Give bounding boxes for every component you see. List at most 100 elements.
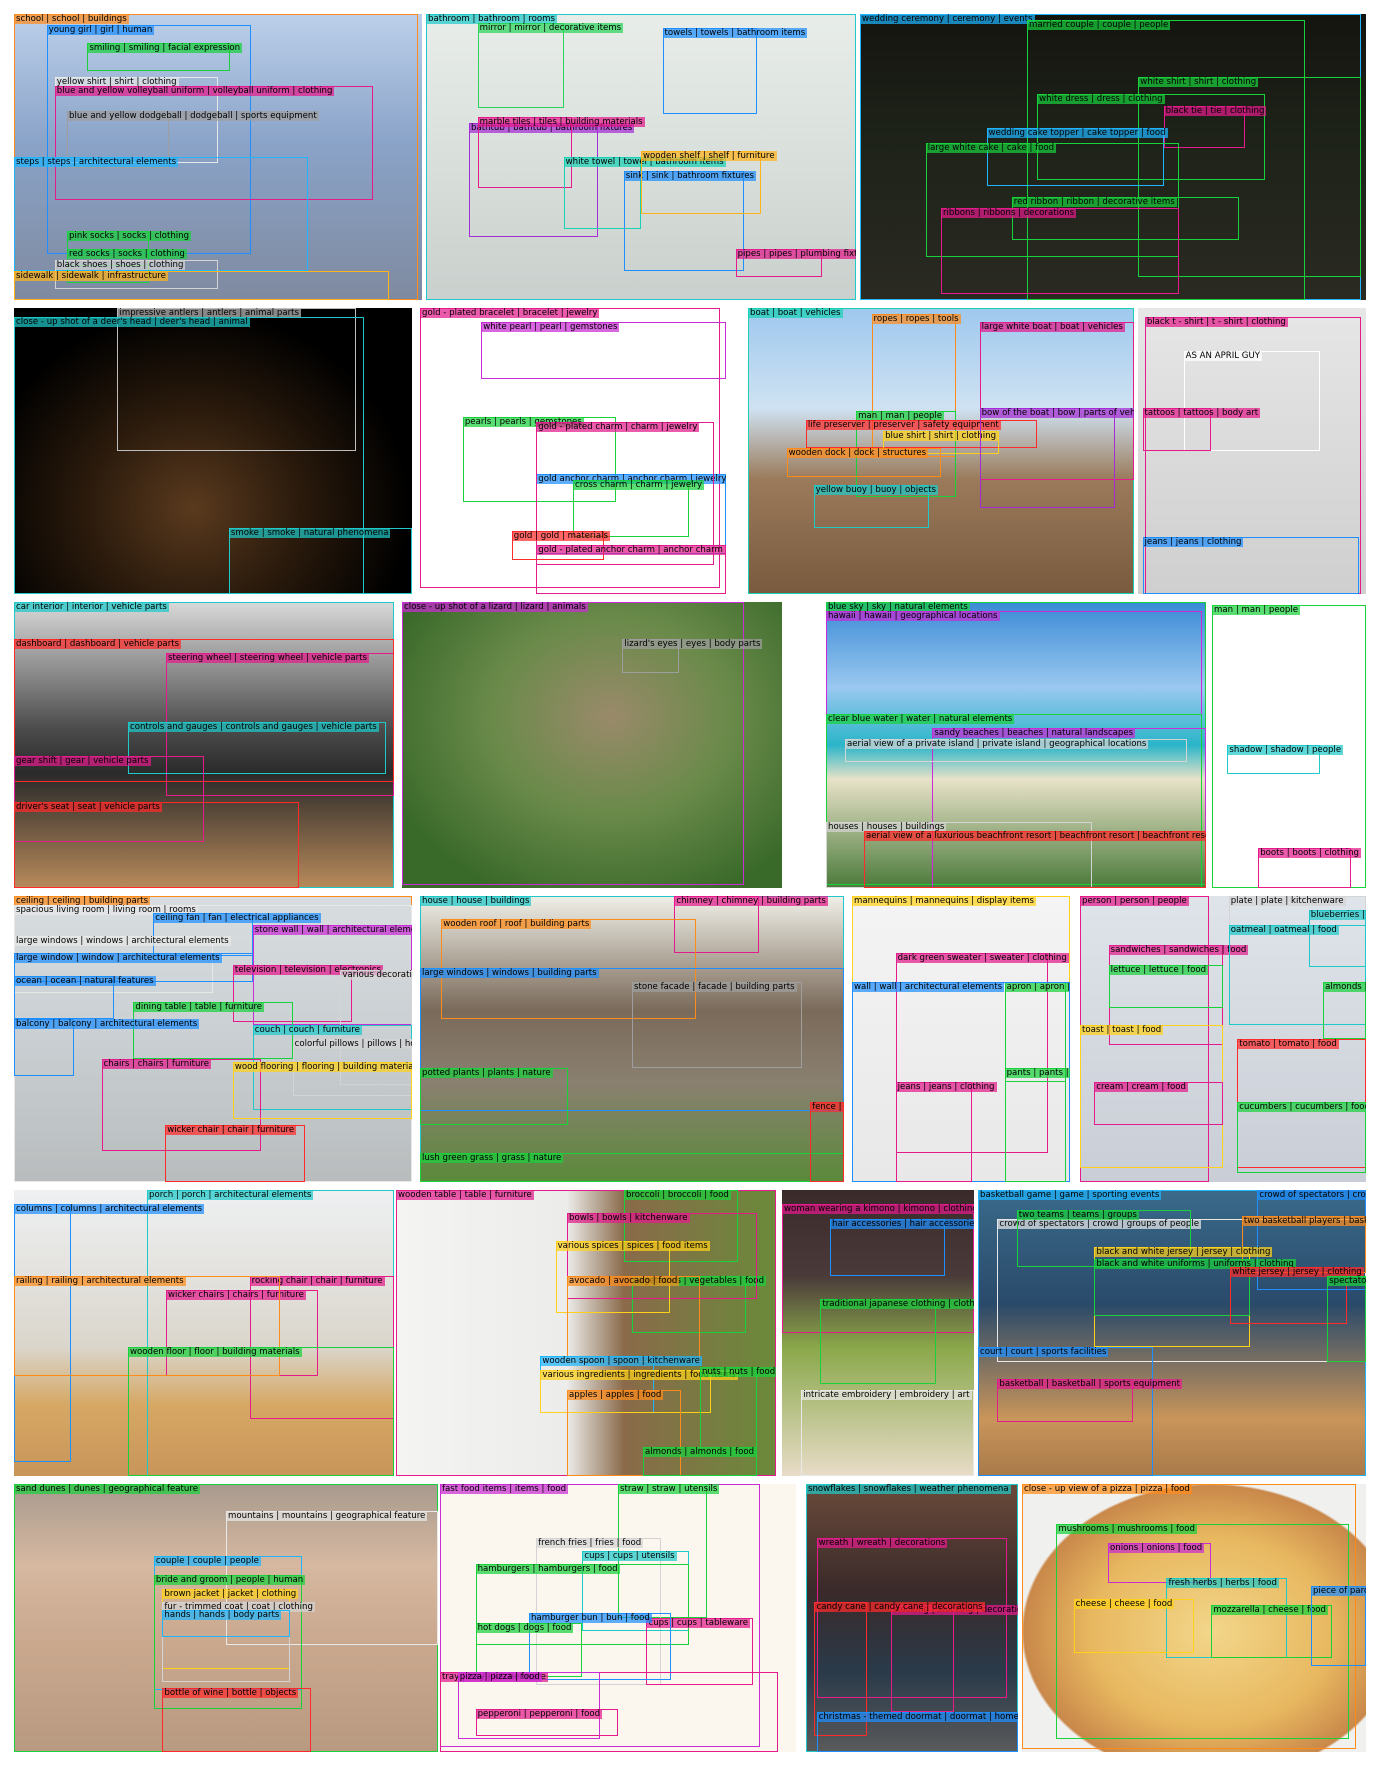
photo-tile-dunes: sand dunes | dunes | geographical featur… — [14, 1484, 438, 1752]
annotation-label: brown jacket | jacket | clothing — [162, 1588, 299, 1599]
photo-kimono — [782, 1190, 974, 1476]
annotation-label: hot dogs | dogs | food — [475, 1623, 574, 1634]
annotation-label: crowd of spectators | crowd | groups of … — [997, 1218, 1202, 1229]
annotation-box: ocean | ocean | natural features — [14, 976, 156, 1019]
annotation-label: dining table | table | furniture — [133, 1001, 265, 1012]
annotation-box: railing | railing | architectural elemen… — [14, 1275, 280, 1376]
annotation-label: boat | boat | vehicles — [748, 308, 843, 318]
annotation-label: fence | fence | outdoor structures — [810, 1101, 844, 1112]
annotation-box: bowls | bowls | kitchenware — [567, 1212, 757, 1299]
annotation-label: hair accessories | hair accessories — [830, 1218, 974, 1229]
annotation-label: bathroom | bathroom | rooms — [426, 14, 557, 24]
annotation-label: gold anchor charm | anchor charm | jewel… — [536, 473, 726, 484]
annotation-label: man | man | people — [1212, 604, 1301, 615]
annotation-box: fur - trimmed coat | coat | clothing — [162, 1601, 315, 1683]
annotation-box: sidewalk | sidewalk | infrastructure — [14, 271, 390, 300]
annotation-label: jeans | jeans | clothing — [895, 1081, 997, 1092]
annotation-box: traditional japanese clothing | clothing — [820, 1298, 974, 1385]
annotation-label: various ingredients | ingredients | food… — [540, 1370, 738, 1381]
annotation-box: red ribbon | ribbon | decorative items — [1011, 197, 1240, 240]
annotation-label: gold - plated charm | charm | jewelry — [536, 422, 700, 433]
photo-mannequins — [852, 896, 1070, 1182]
annotation-box: ribbons | ribbons | decorations — [940, 208, 1179, 295]
annotation-label: close - up shot of a deer's head | deer'… — [14, 316, 250, 327]
annotation-label: sand dunes | dunes | geographical featur… — [14, 1484, 201, 1494]
annotation-label: various decorative items | items | home … — [340, 970, 412, 981]
photo-tile-door: snowflakes | snowflakes | weather phenom… — [806, 1484, 1018, 1752]
annotation-label: ribbons | ribbons | decorations — [940, 208, 1077, 219]
annotation-label: mirror | mirror | decorative items — [477, 22, 624, 33]
annotation-label: person | person | people — [1080, 896, 1189, 906]
annotation-label: hawaii | hawaii | geographical locations — [826, 610, 1000, 621]
annotation-box: black and white uniforms | uniforms | cl… — [1094, 1258, 1296, 1316]
annotation-box: wedding cake topper | cake topper | food — [986, 128, 1168, 186]
annotation-box: close - up view of a pizza | pizza | foo… — [1022, 1484, 1356, 1750]
annotation-label: christmas - themed doormat | doormat | h… — [816, 1711, 1018, 1722]
annotation-label: sandy beaches | beaches | natural landsc… — [932, 727, 1136, 738]
annotation-label: court | court | sports facilities — [978, 1347, 1109, 1358]
annotation-box: driver's seat | seat | vehicle parts — [14, 802, 299, 888]
annotation-box: steps | steps | architectural elements — [14, 157, 308, 272]
annotation-label: sink | sink | bathroom fixtures — [623, 171, 757, 182]
annotation-label: french fries | fries | food — [536, 1537, 644, 1548]
annotation-label: broccoli | broccoli | food — [624, 1190, 731, 1200]
annotation-label: wood flooring | flooring | building mate… — [232, 1061, 412, 1072]
annotation-label: two basketball players | basketball play… — [1241, 1215, 1366, 1226]
annotation-box: fence | fence | outdoor structures — [810, 1101, 844, 1182]
annotation-box: sink | sink | bathroom fixtures — [623, 171, 757, 272]
annotation-box: chimney | chimney | building parts — [674, 896, 828, 954]
annotation-label: bottle of wine | bottle | objects — [162, 1687, 299, 1698]
photo-basketball — [978, 1190, 1366, 1476]
annotation-label: wooden table | table | furniture — [396, 1190, 534, 1200]
photo-tile-basketball: basketball game | game | sporting events… — [978, 1190, 1366, 1476]
annotation-box: bathroom | bathroom | rooms — [426, 14, 856, 300]
annotation-box: onions | onions | food — [1108, 1542, 1212, 1584]
annotation-label: spectators | spectators | people — [1327, 1275, 1366, 1286]
annotation-box: potted plants | plants | nature — [420, 1067, 569, 1125]
annotation-label: porch | porch | architectural elements — [147, 1190, 314, 1200]
annotation-label: white pearl | pearl | gemstones — [481, 322, 620, 333]
photo-door — [806, 1484, 1018, 1752]
annotation-label: shadow | shadow | people — [1227, 745, 1344, 755]
annotation-label: columns | columns | architectural elemen… — [14, 1204, 205, 1215]
annotation-box: controls and gauges | controls and gauge… — [128, 722, 387, 774]
annotation-label: white towel | towel | bathroom items — [563, 157, 726, 167]
annotation-box: AS AN APRIL GUY — [1183, 350, 1321, 451]
annotation-label: AS AN APRIL GUY — [1183, 350, 1262, 361]
photo-tile-pizza: close - up view of a pizza | pizza | foo… — [1022, 1484, 1366, 1752]
annotation-label: blueberries | blueberries | food — [1308, 910, 1366, 921]
annotation-label: onions | onions | food — [1108, 1542, 1205, 1553]
annotation-label: school | school | buildings — [14, 14, 129, 24]
annotation-label: chairs | chairs | furniture — [101, 1059, 212, 1070]
annotation-label: fast food items | items | food — [440, 1484, 569, 1494]
annotation-box: candy cane | candy cane | decorations — [814, 1601, 985, 1736]
annotation-label: colorful pillows | pillows | home decor — [292, 1039, 412, 1049]
annotation-box: stocking | stocking | decorations — [890, 1604, 1018, 1712]
annotation-box: white pearl | pearl | gemstones — [481, 322, 726, 380]
annotation-label: wedding ceremony | ceremony | events — [860, 14, 1035, 24]
annotation-box: pipes | pipes | plumbing fixtures — [735, 248, 856, 278]
annotation-box: white towel | towel | bathroom items — [563, 157, 726, 229]
annotation-label: wicker chairs | chairs | furniture — [166, 1290, 306, 1301]
annotation-label: railing | railing | architectural elemen… — [14, 1275, 186, 1286]
annotation-label: pants | pants | clothing — [1004, 1067, 1070, 1078]
annotation-label: aerial view of a private island | privat… — [845, 739, 1149, 750]
annotation-label: lettuce | lettuce | food — [1108, 964, 1209, 975]
annotation-label: spacious living room | living room | roo… — [14, 904, 198, 915]
annotation-label: life preserver | preserver | safety equi… — [805, 419, 1001, 430]
annotation-box: cream | cream | food — [1094, 1081, 1223, 1125]
annotation-label: ropes | ropes | tools — [871, 313, 961, 324]
annotation-label: candy cane | candy cane | decorations — [814, 1601, 985, 1612]
photo-tile-lizard: close - up shot of a lizard | lizard | a… — [402, 602, 782, 888]
annotation-label: cream | cream | food — [1094, 1081, 1188, 1092]
annotation-label: close - up view of a pizza | pizza | foo… — [1022, 1484, 1192, 1494]
annotation-label: gold | gold | materials — [511, 531, 610, 542]
annotation-box: gold - plated charm | charm | jewelry — [536, 422, 714, 566]
annotation-box: blue and yellow dodgeball | dodgeball | … — [67, 111, 319, 169]
annotation-label: cheese | cheese | food — [1073, 1599, 1175, 1610]
annotation-label: married couple | couple | people — [1026, 19, 1171, 30]
